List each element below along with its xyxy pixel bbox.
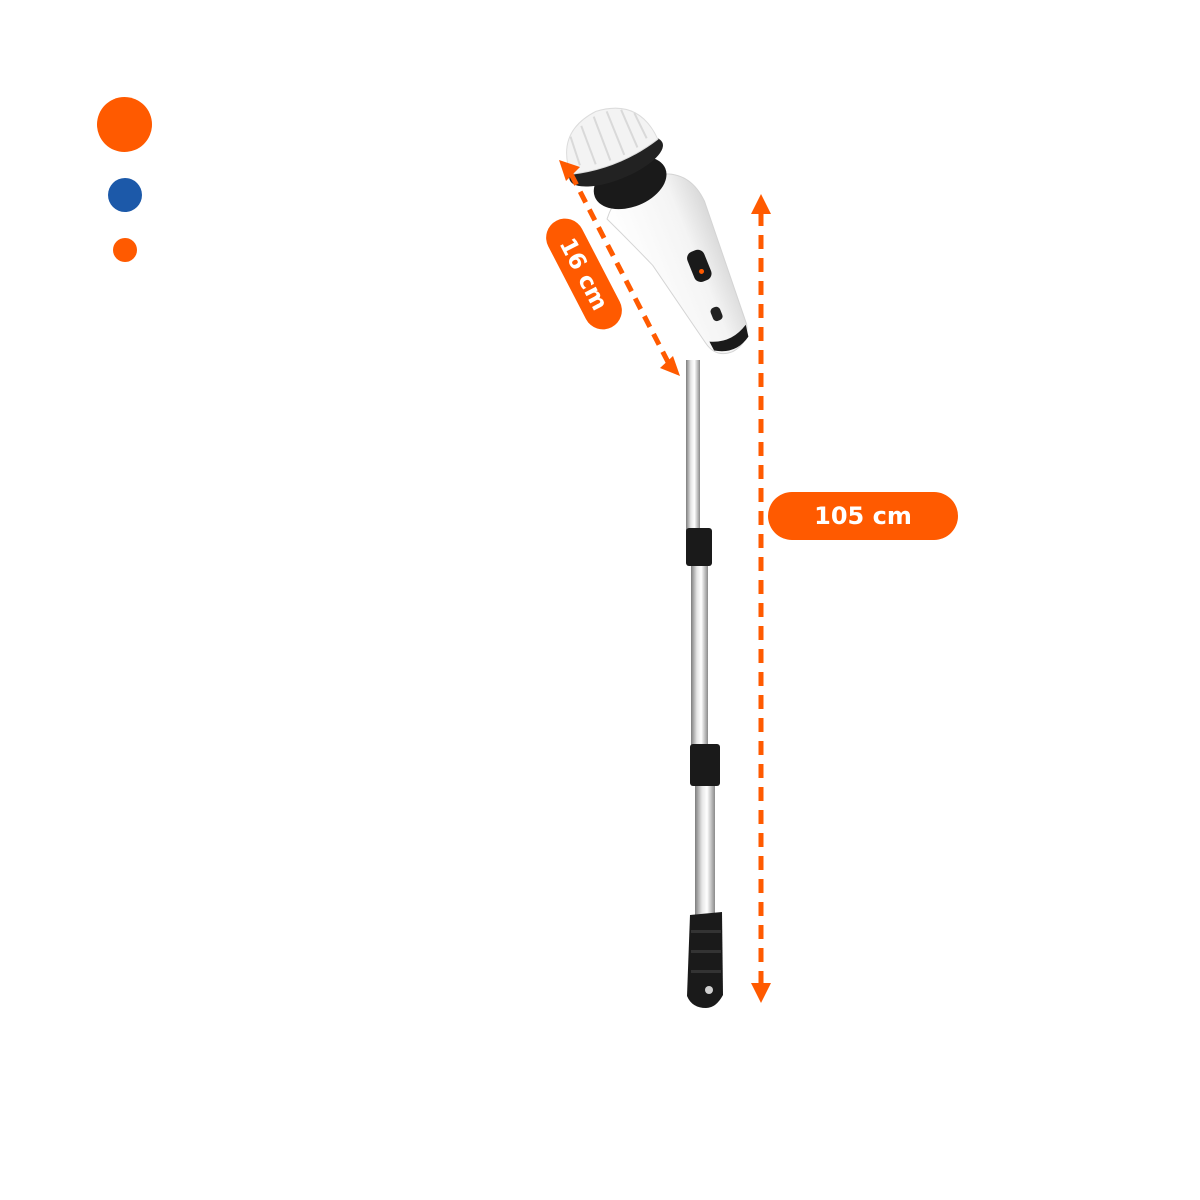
dimension-badge-head: [546, 218, 622, 330]
decor-dot-large-orange: [97, 97, 152, 152]
dimension-arrow-top-head: [559, 160, 580, 181]
hang-hole: [705, 986, 713, 994]
bristle-lines: [569, 109, 648, 166]
dimension-label-total: 105 cm: [814, 502, 912, 530]
shaft-lower: [695, 755, 715, 920]
handle-grip-ridge-2: [691, 950, 721, 953]
shaft-upper: [686, 360, 700, 540]
shaft-middle: [691, 540, 708, 755]
handle-grip-ridge-3: [691, 970, 721, 973]
handle-grip: [687, 912, 723, 1008]
shaft-lock-collar-2: [690, 744, 720, 786]
decor-dot-medium-blue: [108, 178, 142, 212]
power-button: [687, 249, 712, 282]
body-bottom-cap: [709, 324, 749, 352]
dimension-arrow-top-total: [751, 194, 771, 214]
shaft-lock-collar-1: [686, 528, 712, 566]
telescopic-handle: [686, 360, 723, 1008]
handle-grip-ridge-1: [691, 930, 721, 933]
dimension-arrow-bottom-total: [751, 983, 771, 1003]
dimension-line-head: [568, 172, 671, 364]
charge-port: [710, 306, 723, 322]
dimension-badge-total: [768, 492, 958, 540]
power-indicator: [699, 268, 705, 274]
brush-bristles: [566, 107, 659, 175]
dimension-total-length: 105 cm: [751, 194, 958, 1003]
dimension-arrow-bottom-head: [660, 356, 680, 376]
brush-head-assembly: [566, 107, 749, 355]
decor-dot-small-orange: [113, 238, 137, 262]
